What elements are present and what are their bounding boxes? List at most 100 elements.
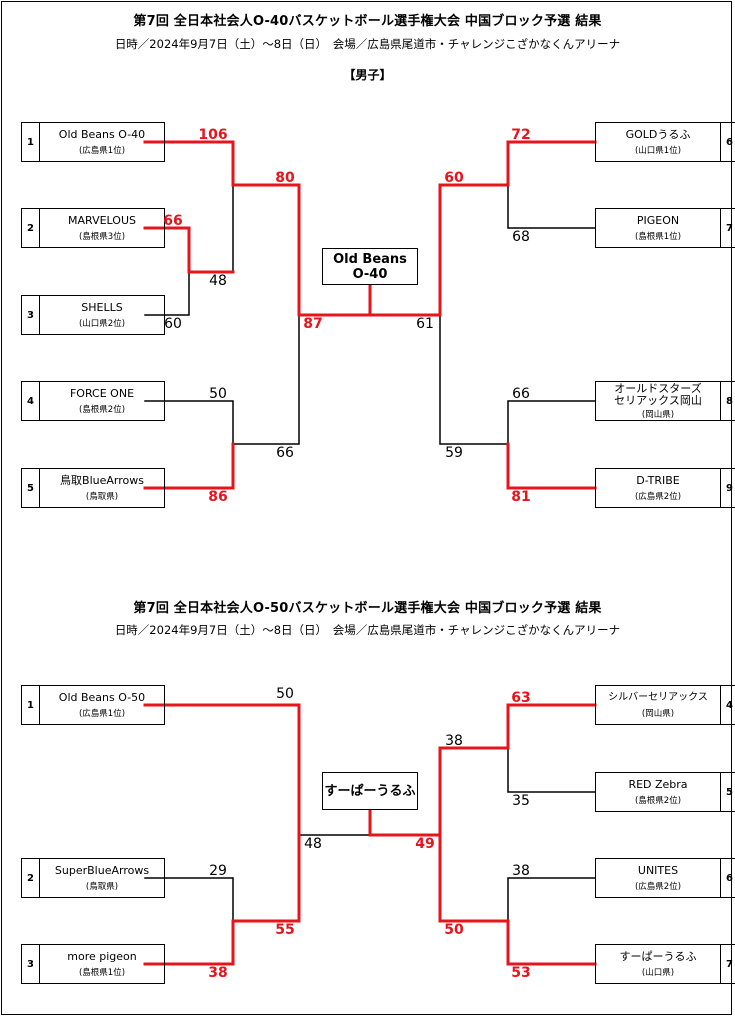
mens-lines-red: [143, 140, 597, 490]
team-name: Old Beans O-50: [58, 690, 146, 704]
mens-team-6: GOLDうるふ (山口県1位) 6: [595, 122, 735, 162]
score: 49: [415, 836, 435, 852]
team-seed: 2: [21, 858, 40, 898]
team-seed: 9: [720, 468, 735, 508]
team-name: SHELLS: [81, 300, 123, 314]
team-seed: 1: [21, 685, 40, 725]
o50-champion-box: すーぱーうるふ: [322, 772, 418, 810]
team-seed: 8: [720, 381, 735, 421]
score: 50: [276, 686, 294, 702]
score: 66: [276, 445, 294, 461]
score: 66: [163, 213, 183, 229]
score: 50: [209, 386, 227, 402]
team-prefecture: (島根県2位): [78, 404, 126, 415]
team-name: すーぱーうるふ: [619, 949, 697, 963]
team-prefecture: (島根県1位): [634, 231, 682, 242]
o50-team-2: 2 SuperBlueArrows (鳥取県): [21, 858, 165, 898]
team-seed: 5: [720, 772, 735, 812]
score: 80: [275, 170, 295, 186]
team-name: GOLDうるふ: [625, 127, 691, 141]
team-name: UNITES: [637, 863, 679, 877]
score: 35: [512, 793, 530, 809]
score: 86: [208, 489, 228, 505]
team-prefecture: (島根県2位): [634, 795, 682, 806]
score: 38: [512, 863, 530, 879]
mens-team-3: 3 SHELLS (山口県2位): [21, 295, 165, 335]
team-prefecture: (岡山県): [641, 409, 675, 420]
team-seed: 4: [21, 381, 40, 421]
team-name: D-TRIBE: [636, 473, 680, 487]
mens-team-5: 5 鳥取BlueArrows (鳥取県): [21, 468, 165, 508]
team-name: PIGEON: [636, 213, 680, 227]
o50-team-1: 1 Old Beans O-50 (広島県1位): [21, 685, 165, 725]
score: 48: [304, 836, 322, 852]
mens-team-8: オールドスターズ セリアックス岡山 (岡山県) 8: [595, 381, 735, 421]
score: 60: [164, 316, 182, 332]
o50-team-5: RED Zebra(島根県2位) 5: [595, 772, 735, 812]
team-name: MARVELOUS: [68, 213, 136, 227]
mens-team-9: D-TRIBE (広島県2位) 9: [595, 468, 735, 508]
team-prefecture: (広島県2位): [634, 881, 682, 892]
mens-title: 第7回 全日本社会人O-40バスケットボール選手権大会 中国ブロック予選 結果: [133, 14, 602, 29]
team-prefecture: (広島県1位): [78, 145, 126, 156]
o50-team-3: 3 more pigeon (島根県1位): [21, 944, 165, 984]
team-prefecture: (広島県1位): [78, 708, 126, 719]
score: 53: [511, 965, 531, 981]
team-seed: 7: [720, 944, 735, 984]
team-prefecture: (岡山県): [641, 708, 675, 719]
team-prefecture: (島根県3位): [78, 231, 126, 242]
score: 81: [511, 489, 531, 505]
team-prefecture: (鳥取県): [85, 881, 119, 892]
team-prefecture: (山口県): [641, 967, 675, 978]
team-prefecture: (山口県1位): [634, 145, 682, 156]
team-seed: 7: [720, 208, 735, 248]
team-name: Old Beans O-40: [58, 127, 146, 141]
mens-category: 【男子】: [343, 68, 392, 82]
score: 106: [198, 127, 228, 143]
team-prefecture: (山口県2位): [78, 318, 126, 329]
team-prefecture: (広島県2位): [634, 491, 682, 502]
mens-team-7: PIGEON (島根県1位) 7: [595, 208, 735, 248]
team-prefecture: (鳥取県): [85, 491, 119, 502]
score: 38: [208, 965, 228, 981]
mens-subtitle: 日時／2024年9月7日（土）～8日（日） 会場／広島県尾道市・チャレンジこざか…: [114, 37, 621, 51]
team-name: SuperBlueArrows: [54, 863, 150, 877]
score: 63: [511, 690, 531, 706]
team-seed: 4: [720, 685, 735, 725]
o50-team-6: UNITES (広島県2位) 6: [595, 858, 735, 898]
team-seed: 1: [21, 122, 40, 162]
team-prefecture: (島根県1位): [78, 967, 126, 978]
mens-champion-box: Old Beans O-40: [322, 248, 418, 285]
mens-team-4: 4 FORCE ONE (島根県2位): [21, 381, 165, 421]
score: 55: [275, 922, 295, 938]
team-name: 鳥取BlueArrows: [60, 473, 144, 487]
score: 60: [444, 170, 464, 186]
o50-team-4: シルバーセリアックス(岡山県) 4: [595, 685, 735, 725]
team-seed: 6: [720, 858, 735, 898]
score: 66: [512, 386, 530, 402]
score: 61: [416, 316, 434, 332]
team-name: FORCE ONE: [69, 386, 135, 400]
team-seed: 3: [21, 295, 40, 335]
mens-team-1: 1 Old Beans O-40 (広島県1位): [21, 122, 165, 162]
team-seed: 6: [720, 122, 735, 162]
team-name: オールドスターズ セリアックス岡山: [614, 381, 702, 407]
score: 29: [209, 863, 227, 879]
o50-title: 第7回 全日本社会人O-50バスケットボール選手権大会 中国ブロック予選 結果: [133, 601, 602, 616]
mens-team-2: 2 MARVELOUS (島根県3位): [21, 208, 165, 248]
score: 68: [512, 229, 530, 245]
o50-subtitle: 日時／2024年9月7日（土）～8日（日） 会場／広島県尾道市・チャレンジこざか…: [114, 623, 621, 637]
score: 87: [303, 316, 323, 332]
score: 48: [209, 273, 227, 289]
o50-lines-red: [143, 703, 597, 966]
o50-team-7: すーぱーうるふ (山口県) 7: [595, 944, 735, 984]
team-seed: 2: [21, 208, 40, 248]
team-seed: 5: [21, 468, 40, 508]
score: 72: [511, 127, 531, 143]
team-name: more pigeon: [67, 949, 137, 963]
score: 59: [445, 445, 463, 461]
score: 38: [445, 733, 463, 749]
team-seed: 3: [21, 944, 40, 984]
